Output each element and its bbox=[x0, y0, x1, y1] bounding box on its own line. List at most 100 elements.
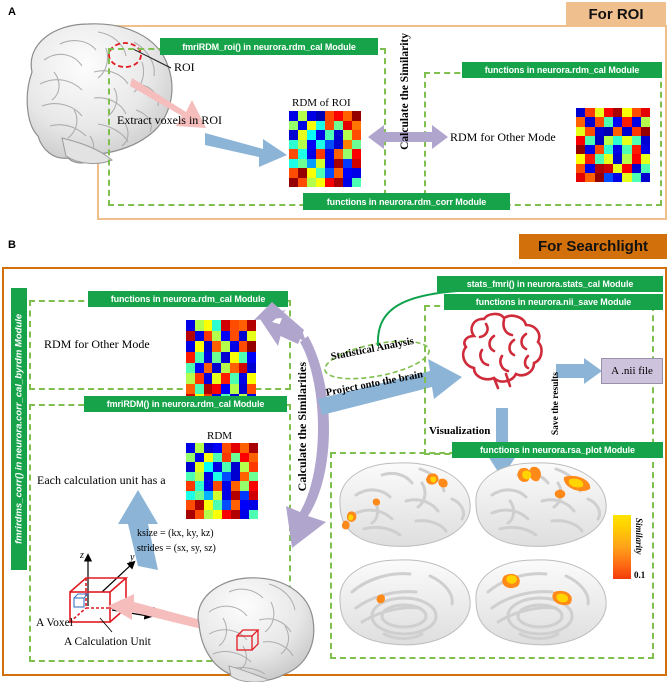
rdm-cell bbox=[307, 177, 316, 187]
rdm-cell bbox=[238, 351, 248, 363]
rdm-cell bbox=[585, 108, 595, 118]
rdm-cell bbox=[352, 139, 361, 149]
rdm-cell bbox=[204, 443, 213, 453]
label-nii-save-text: functions in neurora.nii_save Module bbox=[475, 297, 632, 307]
rdm-cell bbox=[334, 130, 343, 140]
rdm-cell bbox=[222, 452, 231, 462]
rdm-cell bbox=[204, 452, 213, 462]
rdm-cell bbox=[594, 108, 604, 118]
a-calculation-unit-label: A Calculation Unit bbox=[64, 636, 151, 648]
label-fmrirdm-roi: fmriRDM_roi() in neurora.rdm_cal Module bbox=[160, 38, 378, 55]
similarity-colorbar bbox=[613, 515, 631, 579]
roi-pointer-line bbox=[130, 47, 173, 70]
rdm-cell bbox=[289, 139, 298, 149]
rdm-cell bbox=[585, 145, 595, 155]
rdm-cell bbox=[186, 373, 195, 384]
rdm-cell bbox=[640, 172, 650, 182]
panel-b-letter: B bbox=[8, 239, 16, 251]
rdm-cell bbox=[221, 362, 230, 374]
rdm-cell bbox=[576, 172, 586, 182]
rdm-cell bbox=[238, 373, 248, 384]
rdm-cell bbox=[231, 509, 240, 519]
colorbar-title: Similarity bbox=[634, 518, 644, 555]
rdm-cell bbox=[325, 168, 334, 178]
rdm-cell bbox=[316, 130, 325, 140]
rdm-cell bbox=[631, 163, 641, 173]
rdm-cell bbox=[222, 490, 231, 500]
roi-label: ROI bbox=[174, 60, 195, 74]
rdm-cell bbox=[594, 154, 604, 164]
extract-voxels-arrow bbox=[130, 72, 220, 132]
rdm-cell bbox=[613, 154, 623, 164]
rdm-cell bbox=[203, 362, 213, 374]
rdm-cell bbox=[221, 373, 230, 384]
rdm-cell bbox=[222, 462, 231, 472]
strides-label: strides = (sx, sy, sz) bbox=[137, 543, 216, 554]
label-stats-fmri-text: stats_fmri() in neurora.stats_cal Module bbox=[466, 279, 634, 289]
rdm-cell bbox=[194, 330, 204, 342]
rdm-cell bbox=[231, 462, 240, 472]
label-nii-save: functions in neurora.nii_save Module bbox=[444, 294, 663, 310]
rdm-cell bbox=[307, 111, 316, 121]
rdm-cell bbox=[325, 130, 334, 140]
rdm-cell bbox=[249, 490, 258, 500]
rdm-cell bbox=[186, 471, 195, 481]
rdm-cell bbox=[622, 172, 632, 182]
red-brain-outline-icon bbox=[454, 310, 550, 392]
rdm-cell bbox=[631, 154, 641, 164]
rdm-cell bbox=[613, 108, 623, 118]
label-fmrirdm-text: fmriRDM() in neurora.rdm_cal Module bbox=[106, 399, 265, 409]
panel-a-blue-arrow bbox=[205, 125, 289, 167]
rdm-cell bbox=[325, 177, 334, 187]
rdm-cell bbox=[213, 452, 222, 462]
rdm-cell bbox=[195, 452, 204, 462]
rdm-cell bbox=[203, 351, 213, 363]
colorbar-min-tick: 0.1 bbox=[634, 570, 646, 580]
rdm-cell bbox=[194, 383, 204, 395]
rdm-cell bbox=[249, 443, 258, 453]
rdm-cell bbox=[247, 320, 256, 331]
svg-text:z: z bbox=[79, 550, 84, 561]
rdm-cell bbox=[186, 452, 195, 462]
rdm-cell bbox=[204, 471, 213, 481]
rdm-cell bbox=[594, 135, 604, 145]
rdm-cell bbox=[213, 509, 222, 519]
label-rdm-cal-b: functions in neurora.rdm_cal Module bbox=[88, 291, 288, 307]
rdm-cell bbox=[222, 500, 231, 510]
rdm-cell bbox=[186, 500, 195, 510]
rdm-cell bbox=[231, 471, 240, 481]
panel-a-brain-image bbox=[2, 14, 192, 174]
rdm-cell bbox=[289, 149, 298, 159]
rdm-cell bbox=[221, 330, 230, 342]
rdm-cell bbox=[238, 341, 248, 352]
rdm-cell bbox=[231, 452, 240, 462]
rdm-cell bbox=[289, 177, 298, 187]
rdm-cell bbox=[316, 111, 325, 121]
rdm-cell bbox=[247, 362, 256, 374]
rdm-cell bbox=[343, 177, 352, 187]
calculate-similarities-label: Calculate the Similarities bbox=[295, 362, 309, 492]
save-results-arrow bbox=[556, 358, 602, 384]
rdm-cell bbox=[213, 462, 222, 472]
rdm-cell bbox=[298, 158, 307, 168]
rdm-cell bbox=[576, 154, 586, 164]
rdm-cell bbox=[307, 158, 316, 168]
rdm-cell bbox=[194, 351, 204, 363]
rdm-cell bbox=[603, 126, 613, 136]
extract-voxels-label: Extract voxels in ROI bbox=[117, 113, 222, 127]
rdm-cell bbox=[249, 471, 258, 481]
rdm-cell bbox=[247, 383, 256, 395]
calculate-similarities-arrow bbox=[252, 300, 348, 550]
calculate-similarity-label: Calculate the Similarity bbox=[399, 33, 411, 150]
rdm-cell bbox=[631, 172, 641, 182]
rdm-cell bbox=[622, 126, 632, 136]
rdm-cell bbox=[186, 383, 195, 395]
rdm-cell bbox=[613, 163, 623, 173]
rdm-cell bbox=[316, 177, 325, 187]
rdm-cell bbox=[195, 443, 204, 453]
rdm-other-mode-label-a: RDM for Other Mode bbox=[450, 130, 556, 144]
label-fmrirdm: fmriRDM() in neurora.rdm_cal Module bbox=[84, 396, 287, 412]
rdm-cell bbox=[622, 108, 632, 118]
rdm-cell bbox=[247, 341, 256, 352]
surface-brain-lateral-left bbox=[334, 455, 476, 555]
